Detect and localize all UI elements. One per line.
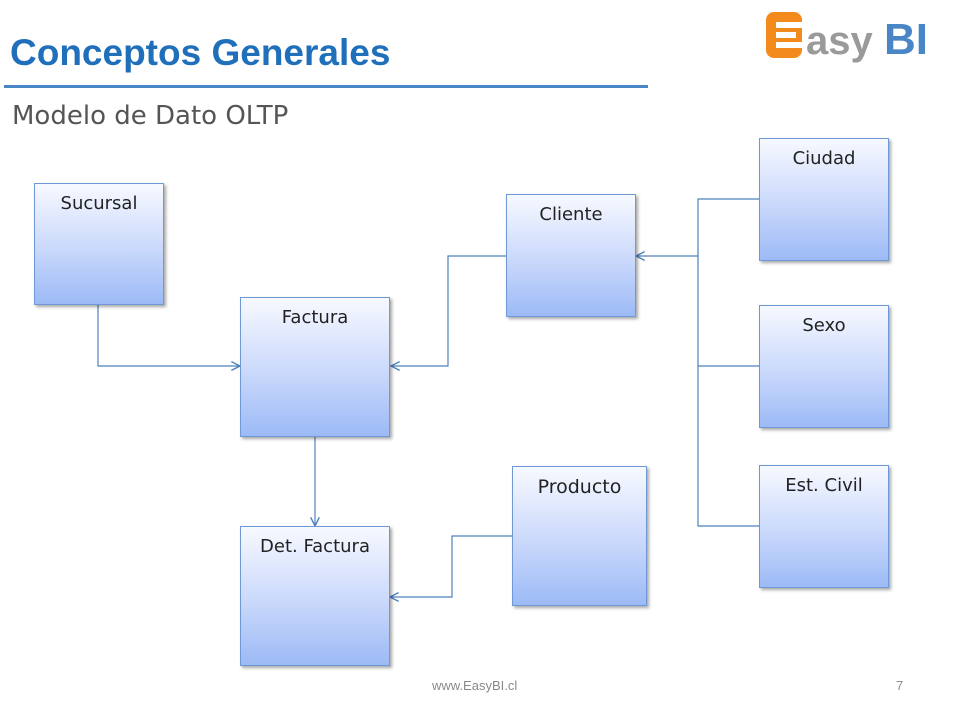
entity-sucursal[interactable]: Sucursal bbox=[34, 183, 164, 305]
entity-label: Sexo bbox=[802, 315, 846, 336]
entity-ciudad[interactable]: Ciudad bbox=[759, 138, 889, 261]
svg-text:BI: BI bbox=[884, 15, 928, 64]
entity-det-factura[interactable]: Det. Factura bbox=[240, 526, 390, 666]
page-title: Conceptos Generales bbox=[10, 32, 391, 73]
line-producto-detfactura bbox=[390, 535, 512, 597]
easybi-logo: asy BI bbox=[766, 12, 928, 64]
entity-producto[interactable]: Producto bbox=[512, 466, 647, 606]
entity-label: Det. Factura bbox=[260, 536, 370, 557]
entity-label: Cliente bbox=[539, 204, 603, 225]
entity-label: Ciudad bbox=[792, 148, 856, 169]
entity-est-civil[interactable]: Est. Civil bbox=[759, 465, 889, 588]
entity-label: Est. Civil bbox=[785, 475, 863, 496]
page-number: 7 bbox=[896, 678, 904, 693]
entity-label: Producto bbox=[537, 476, 622, 498]
entity-factura[interactable]: Factura bbox=[240, 297, 390, 437]
line-cliente-factura bbox=[391, 255, 507, 366]
entity-sexo[interactable]: Sexo bbox=[759, 305, 889, 428]
entity-label: Factura bbox=[281, 307, 349, 328]
page-subtitle: Modelo de Dato OLTP bbox=[12, 101, 289, 131]
entity-cliente[interactable]: Cliente bbox=[506, 194, 636, 317]
line-sucursal-factura bbox=[97, 305, 240, 366]
footer-url[interactable]: www.EasyBI.cl bbox=[432, 678, 518, 693]
entity-label: Sucursal bbox=[60, 193, 138, 214]
svg-text:asy: asy bbox=[806, 19, 873, 63]
line-ciudad-trunk bbox=[697, 198, 759, 527]
title-underline bbox=[4, 85, 648, 88]
